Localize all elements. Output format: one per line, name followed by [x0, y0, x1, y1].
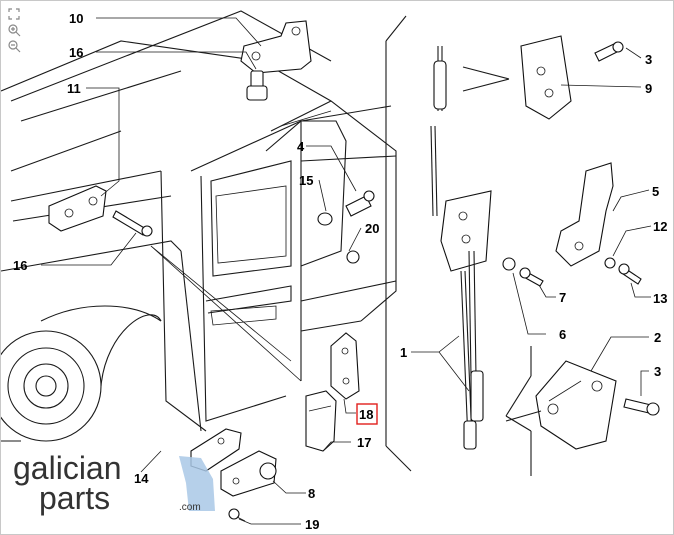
callout-4[interactable]: 4	[297, 139, 305, 154]
part-10-bracket	[240, 20, 312, 74]
part-18-plate	[330, 332, 360, 400]
callout-14[interactable]: 14	[134, 471, 149, 486]
callout-20[interactable]: 20	[365, 221, 379, 236]
callout-18-highlight-box	[356, 403, 378, 425]
callout-2[interactable]: 2	[654, 330, 661, 345]
callout-11[interactable]: 11	[67, 81, 81, 96]
part-11-hinge	[48, 185, 107, 232]
logo-accent-shape	[179, 456, 215, 511]
part-8-striker	[220, 450, 277, 497]
part-2-housing	[535, 360, 617, 450]
callout-6[interactable]: 6	[559, 327, 566, 342]
part-5-handle	[555, 162, 614, 267]
part-12-washer	[604, 257, 616, 269]
bracket-lines	[385, 15, 542, 476]
part-19-screw	[228, 508, 246, 522]
zoom-in-icon[interactable]	[7, 23, 21, 37]
callout-17[interactable]: 17	[357, 435, 371, 450]
leader-lines	[41, 17, 652, 525]
callout-15[interactable]: 15	[299, 173, 313, 188]
door-rod-assembly	[430, 46, 492, 450]
part-15-washer	[317, 212, 333, 226]
callout-12[interactable]: 12	[653, 219, 667, 234]
callout-13[interactable]: 13	[653, 291, 667, 306]
van-body-illustration	[1, 10, 397, 442]
callout-5[interactable]: 5	[652, 184, 659, 199]
callout-19[interactable]: 19	[305, 517, 319, 532]
part-6-washer	[502, 257, 516, 271]
part-20-washer	[346, 250, 360, 264]
part-7-screw	[519, 267, 544, 287]
part-9-bracket	[520, 35, 572, 120]
part-16-pin-top	[246, 70, 268, 101]
callout-16-top[interactable]: 16	[69, 45, 83, 60]
callout-18[interactable]: 18	[359, 407, 373, 422]
logo-line-2: parts	[39, 480, 110, 516]
part-13-screw	[618, 263, 642, 285]
zoom-toolbar	[7, 7, 25, 53]
fullscreen-icon[interactable]	[7, 7, 21, 21]
callout-16-bottom[interactable]: 16	[13, 258, 27, 273]
zoom-out-icon[interactable]	[7, 39, 21, 53]
part-3-screw-bottom	[623, 398, 660, 416]
callout-7[interactable]: 7	[559, 290, 566, 305]
part-3-screw-top	[594, 41, 624, 62]
callout-10[interactable]: 10	[69, 11, 83, 26]
callout-1[interactable]: 1	[400, 345, 407, 360]
callout-labels: 10 16 11 16 4 15 20 3 9 5 12 13 7 6 2 3 …	[13, 11, 667, 532]
logo-suffix: .com	[179, 502, 201, 513]
callout-9[interactable]: 9	[645, 81, 652, 96]
galicianparts-logo: galician parts .com	[13, 450, 215, 516]
part-17-bracket	[305, 390, 337, 452]
callout-8[interactable]: 8	[308, 486, 315, 501]
callout-3-bottom[interactable]: 3	[654, 364, 661, 379]
callout-3-top[interactable]: 3	[645, 52, 652, 67]
logo-line-1: galician	[13, 450, 122, 486]
part-16-screw	[112, 210, 153, 237]
part-4-bolt	[345, 190, 375, 217]
